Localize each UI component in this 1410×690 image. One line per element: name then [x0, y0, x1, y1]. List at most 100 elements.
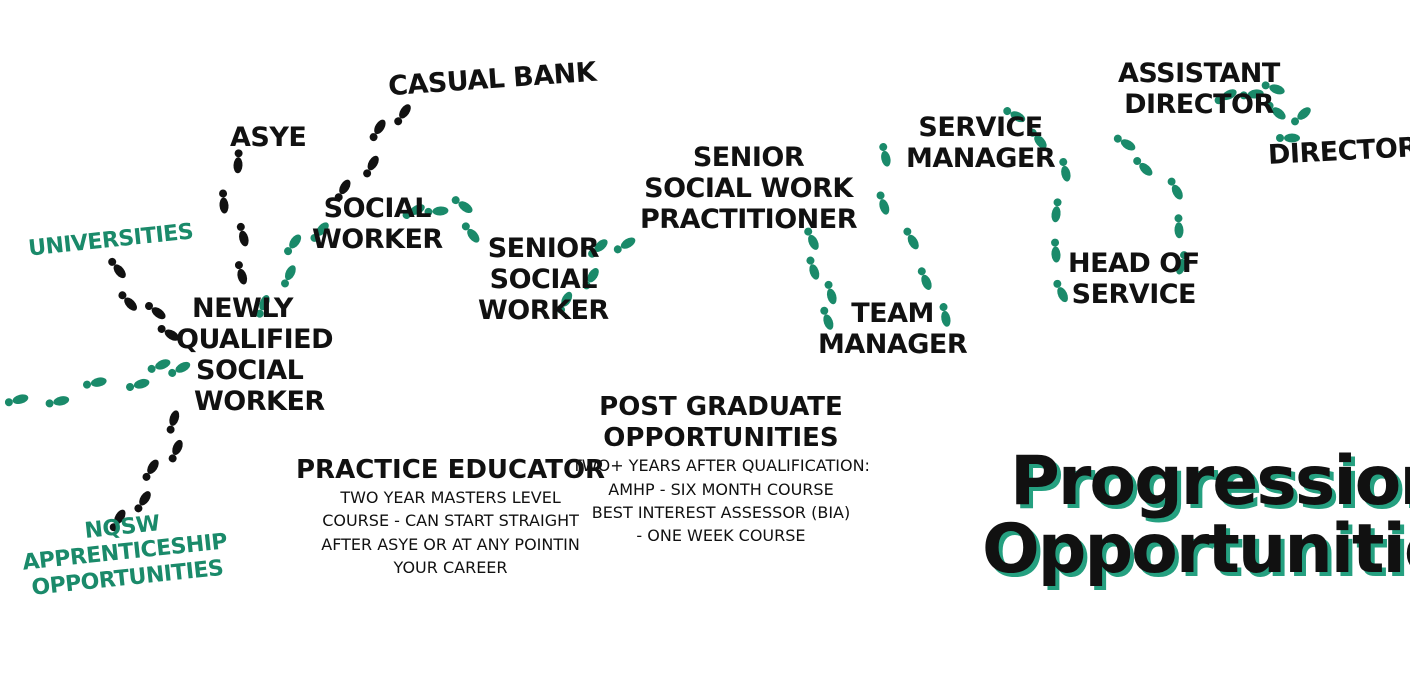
footprint-mark: [363, 155, 379, 178]
note-line: BEST INTEREST ASSESSOR (BIA): [591, 502, 851, 522]
node-senior-social-worker: SENIOR SOCIAL WORKER: [478, 233, 609, 326]
node-line: QUALIFIED: [176, 324, 334, 356]
footprint-mark: [45, 396, 70, 408]
footprint-mark: [1003, 107, 1026, 123]
footprint-mark: [903, 227, 919, 250]
footprint-mark: [219, 189, 229, 214]
node-service-manager: SERVICE MANAGER: [906, 112, 1056, 174]
node-line: WORKER: [478, 295, 609, 327]
footprint-mark: [1028, 128, 1047, 149]
footprint-mark: [109, 509, 126, 532]
footprint-mark: [451, 196, 473, 214]
footprint-mark: [394, 104, 411, 126]
title-word: Opportunities: [982, 510, 1410, 589]
footprint-mark: [134, 491, 151, 513]
note-line: TWO YEAR MASTERS LEVEL: [340, 488, 561, 508]
node-line: WORKER: [194, 386, 325, 418]
note-line: - ONE WEEK COURSE: [636, 525, 806, 545]
page-title: ProgressionOpportunities: [982, 442, 1410, 584]
footprint-mark: [461, 222, 480, 243]
footprint-mark: [236, 222, 249, 247]
footprint-mark: [804, 227, 819, 250]
footprint-mark: [613, 237, 636, 254]
note-line: COURSE - CAN START STRAIGHT: [322, 511, 579, 531]
footprint-mark: [4, 394, 29, 407]
footprint-mark: [824, 280, 837, 305]
practice-educator-heading: PRACTICE EDUCATOR: [296, 455, 606, 485]
node-head-of-service: HEAD OF SERVICE: [1068, 248, 1200, 310]
note-line: AMHP - SIX MONTH COURSE: [608, 479, 834, 499]
footprint-mark: [126, 378, 150, 391]
note-line: AFTER ASYE OR AT ANY POINTIN: [321, 534, 580, 554]
node-senior-social-work-practitioner: SENIOR SOCIAL WORK PRACTITIONER: [640, 142, 858, 236]
node-line: MANAGER: [818, 329, 968, 361]
footprint-mark: [1167, 177, 1183, 200]
footprint-mark: [1261, 81, 1285, 95]
footprint-mark: [284, 234, 302, 256]
footprint-mark: [83, 377, 107, 389]
footprint-mark: [280, 265, 296, 288]
footprint-mark: [588, 239, 608, 258]
node-line: SENIOR: [692, 142, 805, 173]
note-line: YOUR CAREER: [393, 557, 508, 577]
node-line: PRACTITIONER: [640, 204, 858, 236]
footprint-mark: [424, 206, 449, 216]
footprint-mark: [255, 295, 270, 318]
footprint-mark: [939, 303, 951, 327]
footprint-mark: [166, 410, 180, 434]
footprint-mark: [879, 142, 891, 167]
node-line: SERVICE: [1071, 279, 1197, 311]
footprint-mark: [1113, 134, 1136, 151]
note-line: TWO+ YEARS AFTER QUALIFICATION:: [572, 456, 870, 476]
footprint-mark: [1276, 133, 1300, 143]
footprint-mark: [1059, 157, 1071, 182]
footprint-mark: [310, 222, 329, 242]
post-graduate-heading: OPPORTUNITIES: [603, 423, 839, 454]
footprint-mark: [876, 191, 890, 215]
footprint-mark: [806, 256, 820, 280]
node-line: SERVICE: [918, 112, 1043, 143]
footprint-mark: [402, 204, 425, 220]
footprint-mark: [1053, 279, 1068, 303]
footprint-mark: [147, 359, 171, 373]
footprint-mark: [108, 257, 126, 279]
node-line: TEAM: [851, 298, 934, 329]
node-line: SOCIAL: [196, 355, 304, 387]
footprint-mark: [233, 149, 243, 174]
footprint-mark: [1239, 89, 1264, 100]
footprint-mark: [1291, 107, 1311, 126]
node-line: NEWLY: [192, 293, 293, 324]
node-line: WORKER: [312, 224, 443, 256]
title-word: Progression: [1010, 442, 1410, 521]
footprint-mark: [142, 459, 159, 481]
practice-educator-note: PRACTICE EDUCATOR TWO YEAR MASTERS LEVEL…: [296, 455, 605, 579]
footprint-mark: [234, 261, 248, 285]
node-line: SENIOR: [487, 233, 600, 264]
footprint-mark: [1214, 89, 1237, 105]
node-line: DIRECTOR: [1124, 89, 1274, 121]
node-newly-qualified-social-worker: NEWLY QUALIFIED SOCIAL WORKER: [176, 293, 334, 418]
footprint-mark: [1051, 198, 1062, 223]
footprint-mark: [168, 439, 183, 463]
footprint-mark: [144, 302, 166, 320]
footprint-mark: [369, 119, 386, 142]
footprint-mark: [557, 291, 573, 314]
footprint-mark: [820, 306, 834, 330]
footprint-mark: [582, 268, 599, 290]
footprint-mark: [1174, 214, 1184, 239]
post-graduate-note: POST GRADUATE OPPORTUNITIES TWO+ YEARS A…: [572, 392, 870, 547]
footprint-mark: [1265, 101, 1286, 120]
node-team-manager: TEAM MANAGER: [818, 298, 968, 361]
footprint-mark: [1051, 238, 1061, 263]
footprint-mark: [334, 179, 351, 202]
footprint-mark: [157, 324, 180, 341]
footprint-mark: [1133, 157, 1153, 176]
node-line: SOCIAL: [323, 193, 432, 224]
footprint-mark: [168, 361, 191, 377]
node-line: HEAD OF: [1068, 248, 1200, 279]
footprint-mark: [118, 291, 137, 311]
footprint-mark: [917, 267, 932, 290]
node-asye: ASYE: [230, 122, 307, 153]
node-assistant-director: ASSISTANT DIRECTOR: [1118, 58, 1280, 120]
